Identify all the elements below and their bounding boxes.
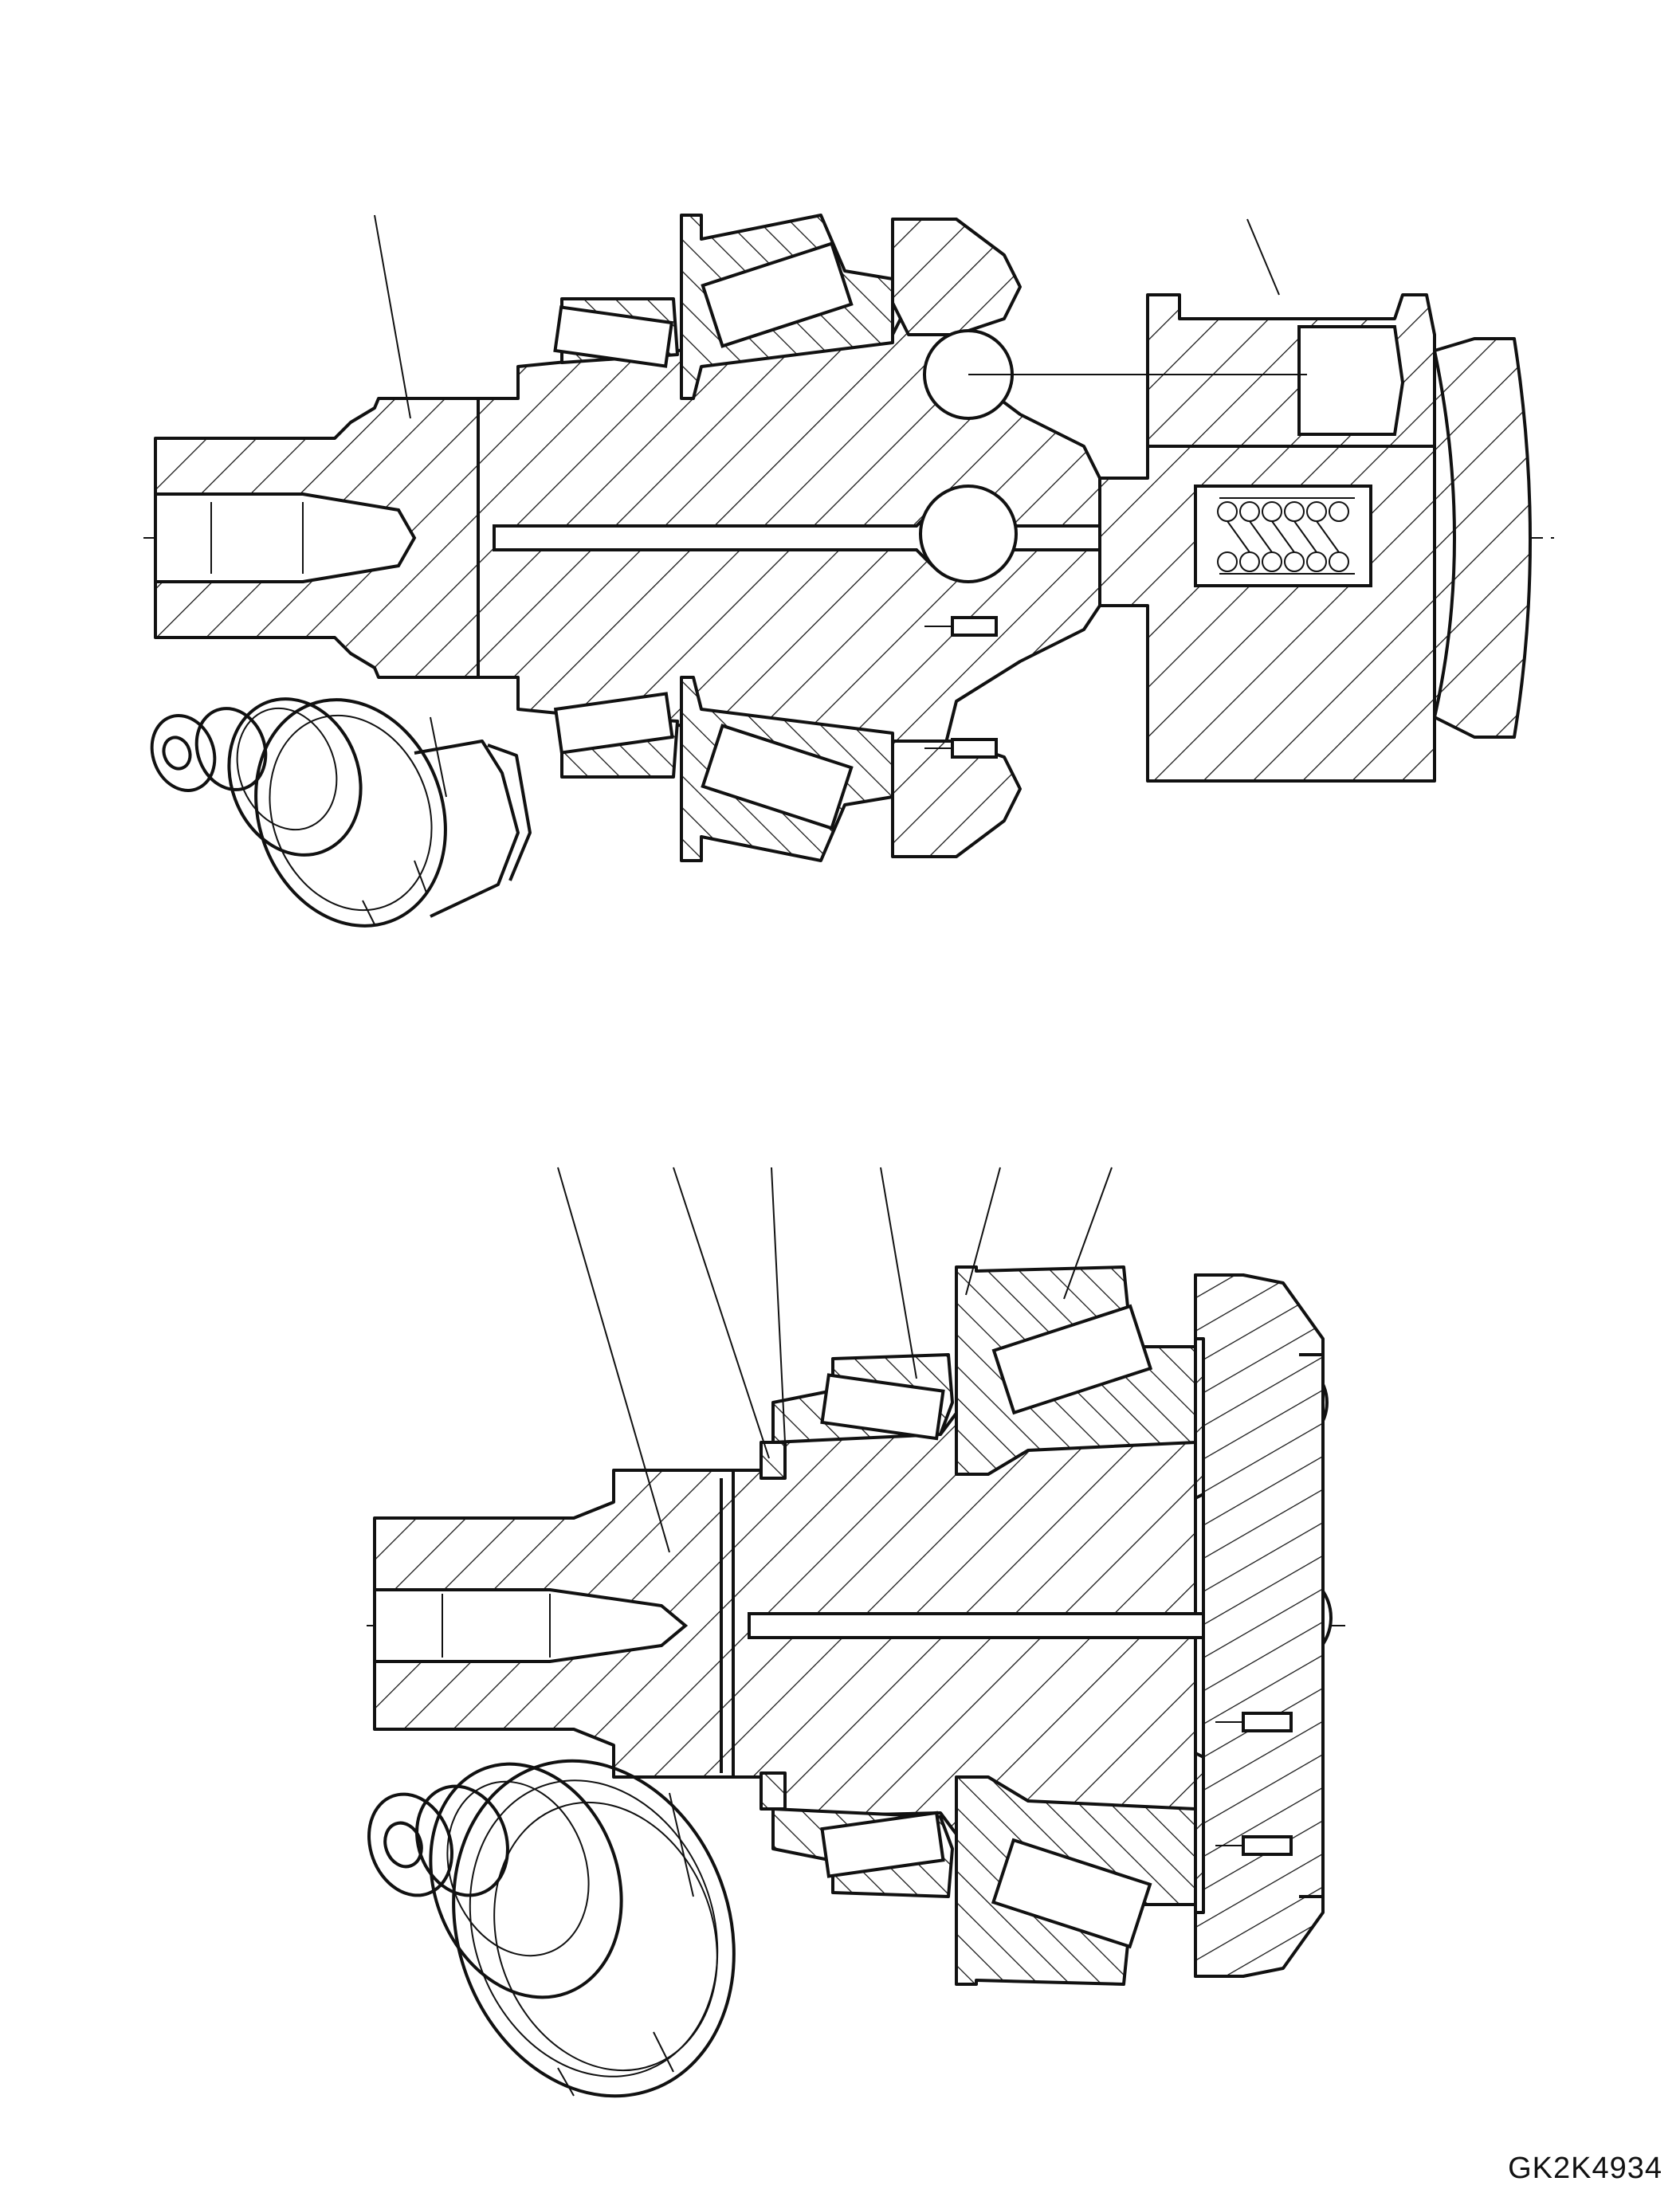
- lower-studs: [1215, 1712, 1293, 1856]
- upper-end-cap: [1433, 337, 1532, 739]
- upper-roller-bottom-left: [553, 692, 674, 755]
- lower-seal-ring-top: [760, 1441, 787, 1480]
- upper-shaft-bore: [154, 492, 417, 583]
- upper-roller-bottom-right: [701, 724, 854, 830]
- lower-callout-leader-6: [1063, 1167, 1113, 1300]
- upper-callout-leader-1: [374, 214, 411, 419]
- lower-callout-leader-2: [673, 1167, 770, 1459]
- upper-section-view: [143, 214, 1554, 928]
- lower-motor-perspective-sketch: [367, 1759, 736, 2098]
- lower-callout-leader-1: [557, 1167, 670, 1553]
- upper-roller-top-left: [553, 305, 674, 368]
- lower-roller-top-right: [991, 1304, 1153, 1415]
- drawing-code: GK2K4934: [1508, 2152, 1662, 2185]
- lower-callout-leader-4: [880, 1167, 917, 1379]
- lower-roller-top-left: [820, 1373, 945, 1441]
- lower-roller-bottom-left: [820, 1811, 945, 1878]
- lower-roller-bottom-right: [991, 1838, 1152, 1949]
- lower-shaft-bore: [373, 1588, 689, 1663]
- lower-section-view: [367, 1167, 1347, 2098]
- upper-coil-spring: [1217, 497, 1355, 575]
- upper-callout-leader-2: [1246, 218, 1280, 296]
- upper-motor-perspective-sketch: [150, 697, 532, 928]
- lower-callout-leader-5: [965, 1167, 1001, 1296]
- upper-ball-middle: [919, 485, 1018, 583]
- upper-piston-bore: [1297, 325, 1405, 436]
- lower-callout-leader-3: [771, 1167, 786, 1443]
- lower-seal-ring-bottom: [760, 1771, 787, 1811]
- lower-housing: [1194, 1273, 1325, 1978]
- upper-studs: [924, 616, 998, 759]
- upper-roller-top-right: [701, 241, 854, 348]
- upper-flange-top: [891, 218, 1022, 336]
